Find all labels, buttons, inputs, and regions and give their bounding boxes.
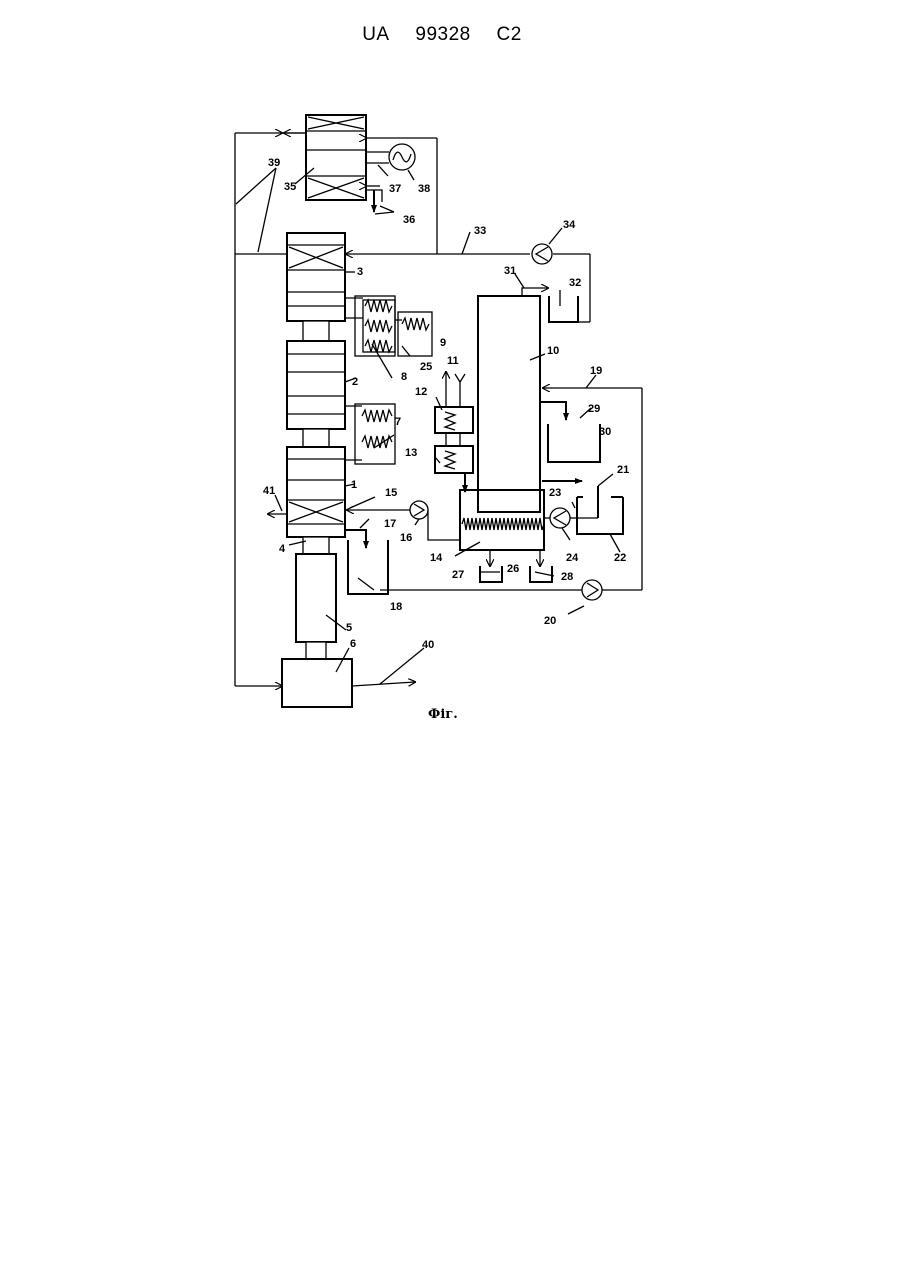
label-8: 8	[401, 371, 407, 383]
unit-5	[296, 554, 336, 642]
label-3: 3	[357, 266, 363, 278]
label-27: 27	[452, 569, 464, 581]
label-13: 13	[405, 447, 417, 459]
heat-exchanger-7	[345, 404, 395, 464]
label-19: 19	[590, 365, 602, 377]
label-30: 30	[599, 426, 611, 438]
label-21: 21	[617, 464, 629, 476]
label-1: 1	[351, 479, 357, 491]
label-41: 41	[263, 485, 275, 497]
tank-32	[549, 290, 578, 322]
heat-exchanger-8	[345, 296, 395, 356]
label-34: 34	[563, 219, 576, 231]
pump-20	[582, 580, 602, 600]
tank-22	[577, 486, 623, 534]
stage-3	[287, 233, 345, 321]
tank-27	[480, 566, 502, 582]
pump-34	[532, 244, 552, 264]
label-4: 4	[279, 543, 286, 555]
figure-caption: Фіг.	[428, 707, 458, 722]
label-32: 32	[569, 277, 581, 289]
label-18: 18	[390, 601, 402, 613]
unit-6	[282, 659, 352, 707]
label-2: 2	[352, 376, 358, 388]
tank-28	[530, 566, 552, 582]
label-39: 39	[268, 157, 280, 169]
label-11: 11	[447, 355, 459, 367]
label-33: 33	[474, 225, 486, 237]
label-38: 38	[418, 183, 430, 195]
label-31: 31	[504, 265, 516, 277]
label-14: 14	[430, 552, 443, 564]
unit-9	[395, 312, 432, 356]
label-24: 24	[566, 552, 579, 564]
stage-2	[287, 341, 345, 429]
label-20: 20	[544, 615, 556, 627]
label-36: 36	[403, 214, 415, 226]
label-22: 22	[614, 552, 626, 564]
label-5: 5	[346, 622, 352, 634]
label-29: 29	[588, 403, 600, 415]
label-16: 16	[400, 532, 412, 544]
label-9: 9	[440, 337, 446, 349]
label-37: 37	[389, 183, 401, 195]
pump-16	[410, 501, 428, 519]
heater-12	[435, 407, 473, 433]
tank-30	[548, 424, 600, 462]
heater-13	[435, 446, 473, 473]
pump-24	[550, 508, 570, 528]
label-28: 28	[561, 571, 573, 583]
column-10	[478, 296, 540, 512]
reboiler-14	[460, 490, 544, 550]
label-7: 7	[395, 416, 401, 428]
reactor-35	[306, 115, 366, 200]
label-17: 17	[384, 518, 396, 530]
stage-1	[287, 447, 345, 537]
label-35: 35	[284, 181, 296, 193]
label-23: 23	[549, 487, 561, 499]
label-26: 26	[507, 563, 519, 575]
label-12: 12	[415, 386, 427, 398]
label-6: 6	[350, 638, 356, 650]
label-25: 25	[420, 361, 432, 373]
generator-38	[366, 144, 415, 170]
label-15: 15	[385, 487, 397, 499]
label-40: 40	[422, 639, 434, 651]
label-10: 10	[547, 345, 559, 357]
